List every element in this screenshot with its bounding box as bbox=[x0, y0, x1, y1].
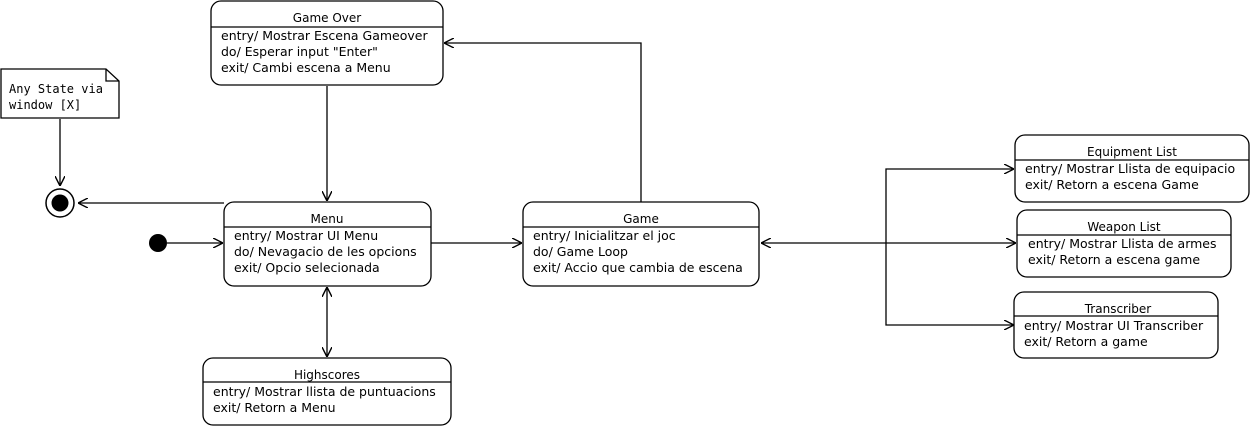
state-action: entry/ Mostrar llista de puntuacions bbox=[213, 384, 436, 399]
state-action: exit/ Retorn a escena Game bbox=[1025, 177, 1199, 192]
state-highscores: Highscores entry/ Mostrar llista de punt… bbox=[202, 357, 452, 426]
state-action: entry/ Mostrar Llista de equipacio bbox=[1025, 161, 1235, 176]
state-game-over: Game Over entry/ Mostrar Escena Gameover… bbox=[210, 0, 444, 86]
edge-to-equipment-list bbox=[885, 169, 1014, 243]
note: Any State via window [X] bbox=[0, 68, 120, 119]
state-transcriber: Transcriber entry/ Mostrar UI Transcribe… bbox=[1013, 291, 1219, 359]
state-title: Game Over bbox=[293, 11, 361, 25]
state-action: entry/ Mostrar UI Transcriber bbox=[1024, 318, 1204, 333]
state-action: entry/ Inicialitzar el joc bbox=[533, 228, 676, 243]
state-title: Equipment List bbox=[1087, 145, 1177, 159]
state-action: do/ Esperar input "Enter" bbox=[221, 44, 378, 59]
state-title: Game bbox=[623, 212, 659, 226]
state-title: Weapon List bbox=[1087, 220, 1161, 234]
state-title: Highscores bbox=[294, 368, 360, 382]
note-line: Any State via bbox=[9, 82, 103, 96]
state-equipment-list: Equipment List entry/ Mostrar Llista de … bbox=[1014, 134, 1250, 203]
state-action: do/ Nevagacio de les opcions bbox=[234, 244, 417, 259]
state-action: do/ Game Loop bbox=[533, 244, 628, 259]
final-state bbox=[45, 188, 75, 218]
state-action: entry/ Mostrar Llista de armes bbox=[1028, 236, 1217, 251]
state-action: entry/ Mostrar UI Menu bbox=[234, 228, 378, 243]
edge-game-to-gameover bbox=[444, 43, 642, 202]
state-menu: Menu entry/ Mostrar UI Menu do/ Nevagaci… bbox=[223, 201, 432, 287]
state-action: exit/ Cambi escena a Menu bbox=[221, 60, 391, 75]
state-game: Game entry/ Inicialitzar el joc do/ Game… bbox=[522, 201, 760, 287]
state-action: exit/ Retorn a Menu bbox=[213, 400, 336, 415]
state-action: exit/ Accio que cambia de escena bbox=[533, 260, 743, 275]
state-action: exit/ Opcio selecionada bbox=[234, 260, 380, 275]
note-line: window [X] bbox=[9, 98, 81, 112]
initial-state bbox=[149, 234, 167, 252]
state-title: Transcriber bbox=[1084, 302, 1152, 316]
state-weapon-list: Weapon List entry/ Mostrar Llista de arm… bbox=[1016, 209, 1232, 278]
edge-to-transcriber bbox=[885, 243, 1014, 325]
transitions bbox=[60, 43, 1016, 357]
state-action: entry/ Mostrar Escena Gameover bbox=[221, 28, 428, 43]
state-action: exit/ Retorn a game bbox=[1024, 334, 1148, 349]
state-action: exit/ Retorn a escena game bbox=[1028, 252, 1200, 267]
state-title: Menu bbox=[311, 212, 344, 226]
